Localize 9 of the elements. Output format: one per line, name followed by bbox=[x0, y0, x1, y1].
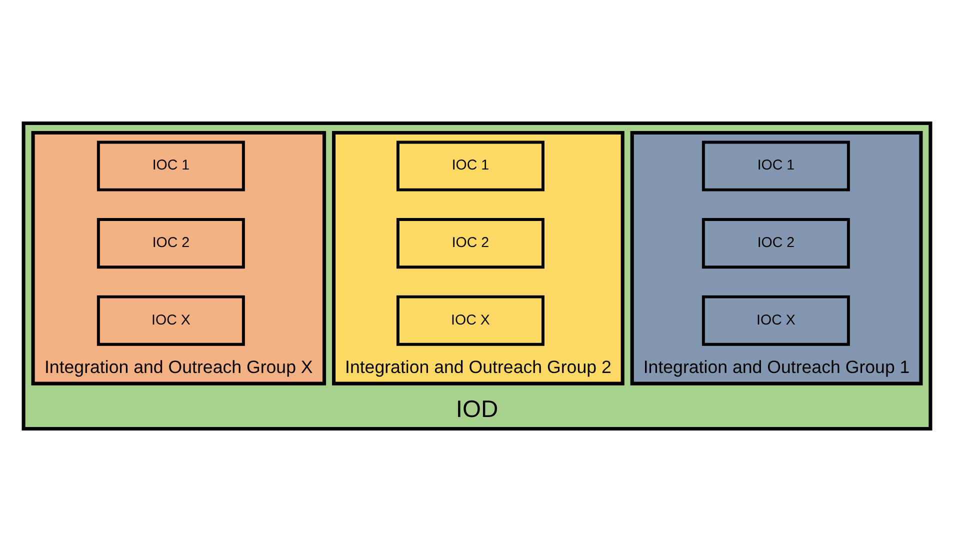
node-box: IOC 2 bbox=[702, 218, 850, 269]
node-box: IOC 2 bbox=[396, 218, 544, 269]
node-box: IOC 1 bbox=[702, 140, 850, 192]
node-box: IOC X bbox=[702, 295, 850, 346]
node-box: IOC 1 bbox=[96, 140, 245, 192]
node-box: IOC 2 bbox=[96, 218, 245, 269]
node-box: IOC 1 bbox=[396, 140, 544, 192]
node-box: IOC X bbox=[396, 295, 544, 346]
node-box: IOC X bbox=[96, 295, 245, 346]
